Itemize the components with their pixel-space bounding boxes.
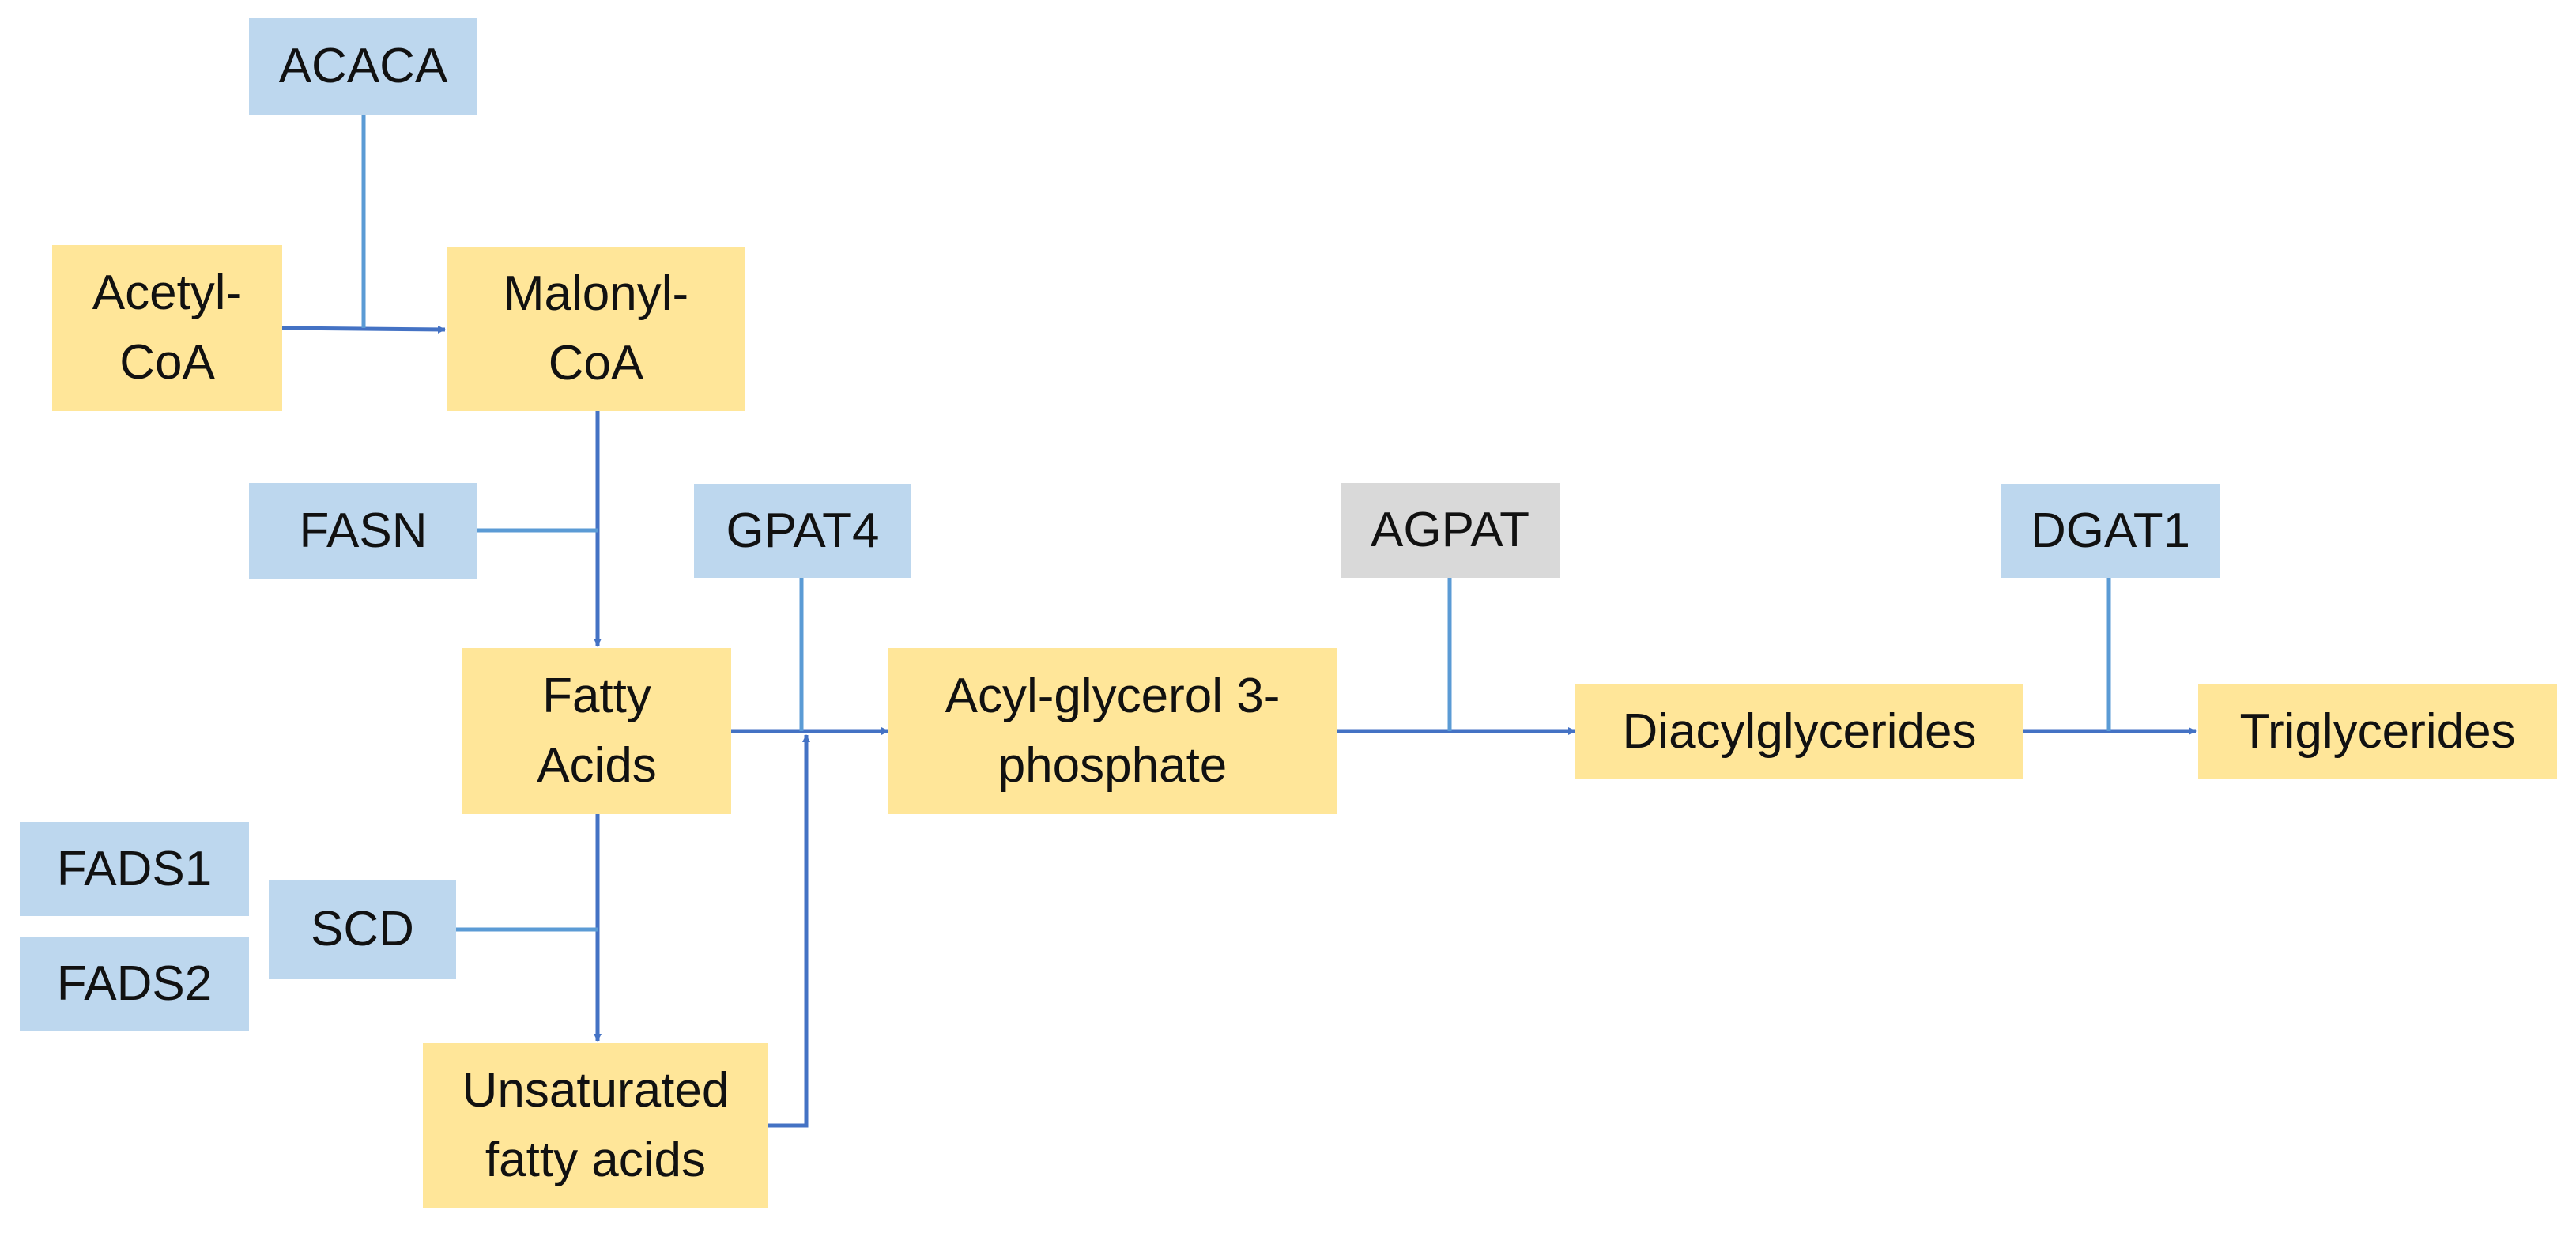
enzyme-acaca: ACACA [249, 18, 477, 115]
metabolite-fatty-acids: Fatty Acids [462, 648, 731, 814]
enzyme-agpat: AGPAT [1341, 483, 1560, 578]
enzyme-scd: SCD [269, 880, 456, 979]
enzyme-fasn: FASN [249, 483, 477, 579]
arrow-unsaturated-to-acyl-glycerol [768, 734, 810, 1128]
arrow-acetyl-coa-to-malonyl-coa [281, 325, 446, 334]
enzyme-dgat1: DGAT1 [2001, 484, 2220, 578]
enzyme-fads1: FADS1 [20, 822, 249, 916]
metabolite-diacylglycerides: Diacylglycerides [1575, 684, 2023, 779]
enzyme-fads2: FADS2 [20, 937, 249, 1031]
metabolite-acetyl-coa: Acetyl- CoA [52, 245, 282, 411]
enzyme-gpat4: GPAT4 [694, 484, 911, 578]
metabolite-malonyl-coa: Malonyl- CoA [447, 247, 745, 411]
metabolite-triglycerides: Triglycerides [2198, 684, 2557, 779]
metabolite-unsaturated-fatty-acids: Unsaturated fatty acids [423, 1043, 768, 1208]
metabolite-acyl-glycerol-3-phosphate: Acyl-glycerol 3- phosphate [888, 648, 1337, 814]
